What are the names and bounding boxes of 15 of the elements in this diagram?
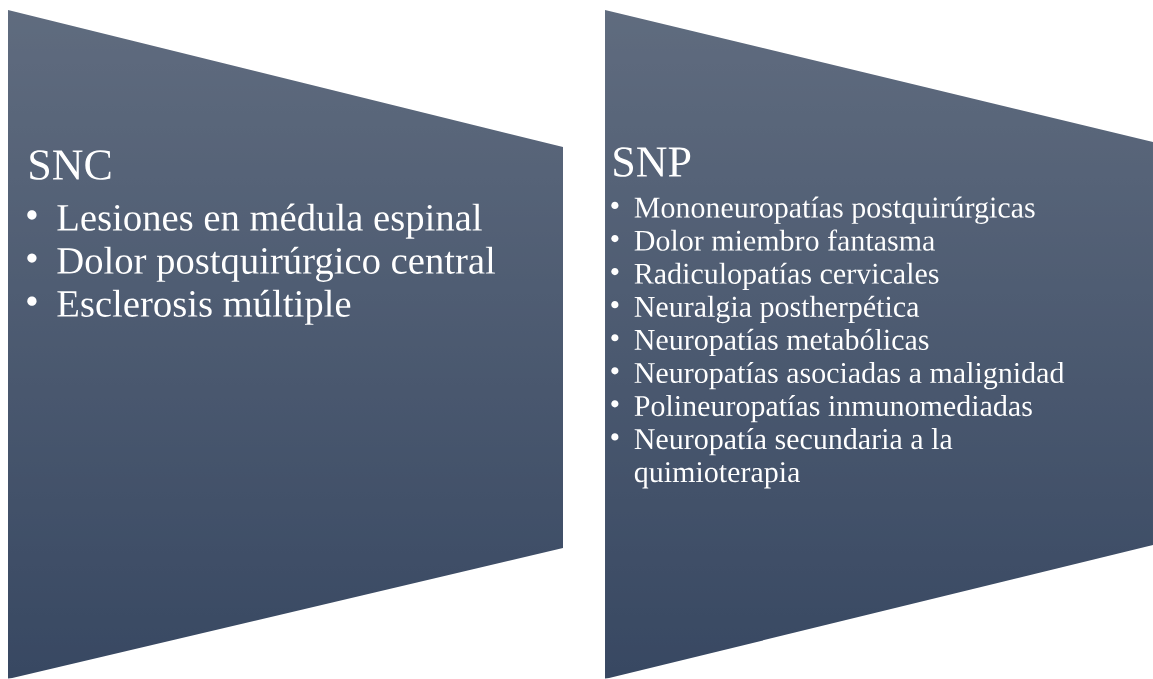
- bullet-item: Neuralgia postherpética: [634, 295, 920, 324]
- heading: SNC: [30, 150, 111, 180]
- bullet-item: Polineuropatías inmunomediadas: [634, 395, 1032, 423]
- bullet-item: Dolor miembro fantasma: [634, 229, 935, 251]
- bullet-item: Radiculopatías cervicales: [634, 262, 939, 290]
- chevron-panel: [27, 150, 496, 325]
- bullet-item: Neuropatía secundaria a la quimioterapia: [634, 428, 953, 489]
- bullet-item: Dolor postquirúrgico central: [57, 246, 496, 282]
- bullet-item: Esclerosis múltiple: [57, 289, 351, 325]
- heading: SNP: [614, 147, 691, 177]
- bullet-item: Neuropatías metabólicas: [634, 328, 929, 357]
- bullet-item: Lesiones en médula espinal: [57, 203, 482, 239]
- bullet-item: Neuropatías asociadas a malignidad: [634, 361, 1065, 390]
- bullet-item: Mononeuropatías postquirúrgicas: [634, 196, 1035, 224]
- chevron-panel: [611, 147, 1065, 489]
